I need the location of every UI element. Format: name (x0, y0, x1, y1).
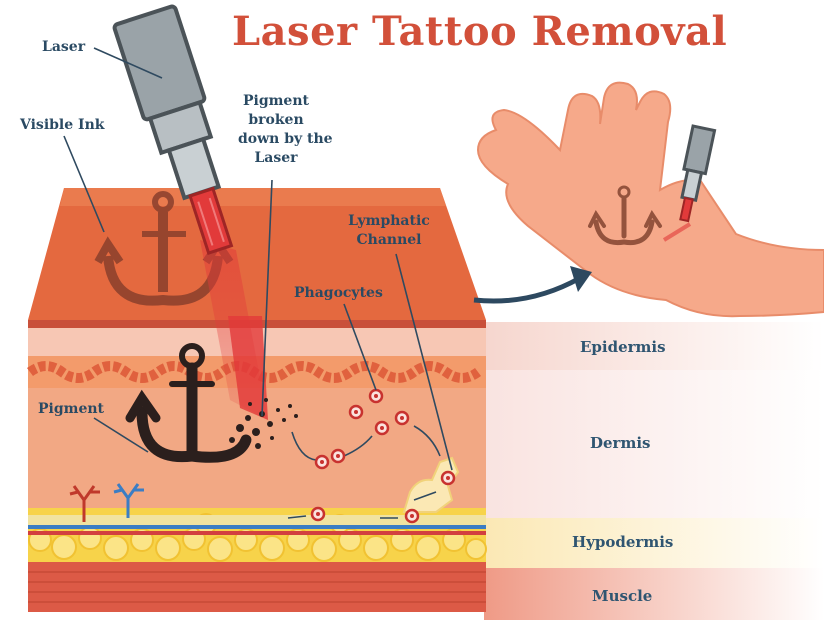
layer-muscle: Muscle (592, 587, 652, 605)
page-title: Laser Tattoo Removal (232, 8, 727, 55)
hand-icon (478, 83, 824, 317)
layer-dermis: Dermis (590, 434, 650, 452)
label-pigment-broken-line4: Laser (238, 149, 314, 168)
label-lymphatic-channel: Lymphatic Channel (348, 212, 430, 250)
label-phagocytes: Phagocytes (294, 284, 383, 303)
arrow-icon (474, 278, 580, 301)
label-pigment-broken: Pigment broken down by the Laser (238, 92, 314, 168)
layer-bands (484, 322, 824, 620)
label-laser: Laser (42, 38, 85, 57)
label-lymphatic-line2: Channel (348, 231, 430, 250)
label-pigment-broken-line3: down by the (238, 130, 314, 149)
label-pigment-broken-line1: Pigment (238, 92, 314, 111)
layer-hypodermis: Hypodermis (572, 533, 673, 551)
label-lymphatic-line1: Lymphatic (348, 212, 430, 231)
label-pigment-broken-line2: broken (238, 111, 314, 130)
layer-epidermis: Epidermis (580, 338, 666, 356)
label-visible-ink: Visible Ink (20, 116, 104, 135)
label-pigment: Pigment (38, 400, 104, 419)
